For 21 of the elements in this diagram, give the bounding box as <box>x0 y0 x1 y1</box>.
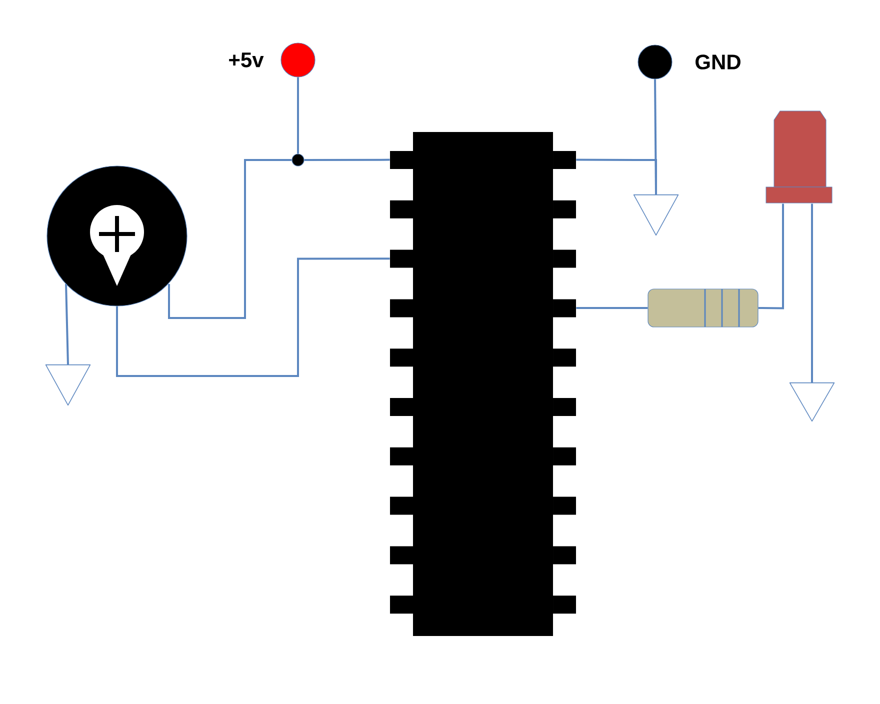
wire <box>576 158 657 195</box>
chip-drawing <box>390 132 576 636</box>
wire <box>758 204 784 310</box>
wire <box>576 307 648 309</box>
resistor-drawing <box>648 288 758 328</box>
terminal-label: GND <box>696 54 740 70</box>
led-drawing <box>766 110 832 204</box>
ground-symbol <box>45 364 91 406</box>
terminal-dot <box>280 42 316 78</box>
potentiometer-drawing <box>46 166 188 306</box>
terminal-dot <box>638 44 672 80</box>
wire <box>297 77 299 154</box>
wire <box>168 159 292 319</box>
junction-dot <box>292 154 304 166</box>
wire <box>811 204 813 383</box>
wire <box>65 284 69 365</box>
wire <box>116 258 390 377</box>
terminal-label: +5v <box>229 52 264 68</box>
ground-symbol <box>633 194 679 236</box>
ground-symbol <box>789 382 835 422</box>
wire <box>304 158 390 161</box>
